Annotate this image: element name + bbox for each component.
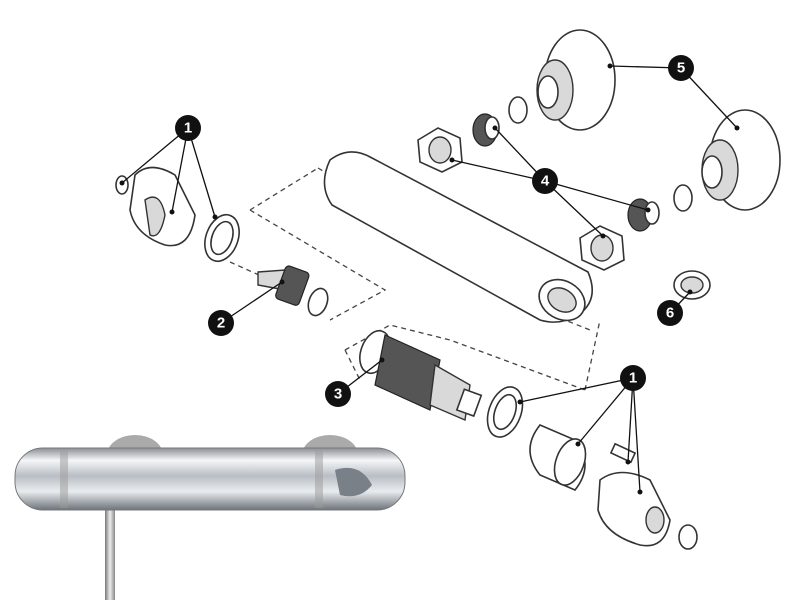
thermostatic-cartridge-part: [359, 329, 483, 422]
callout-1-upper: 1: [175, 115, 201, 141]
callout-label: 3: [334, 386, 342, 403]
filter-part: [673, 270, 711, 300]
left-handle-parts: [115, 166, 240, 263]
product-photo: [14, 435, 406, 600]
cartridge-part: [257, 265, 329, 317]
callout-1-lower: 1: [620, 365, 646, 391]
callout-label: 1: [629, 370, 637, 387]
connector-parts: [417, 96, 693, 271]
leader-lines: [119, 63, 740, 495]
callout-4: 4: [532, 168, 558, 194]
callout-3: 3: [325, 381, 351, 407]
callout-label: 1: [184, 120, 192, 137]
callout-label: 6: [666, 305, 674, 322]
callout-6: 6: [657, 300, 683, 326]
valve-body: [323, 151, 594, 323]
wall-bracket-parts: [536, 29, 781, 211]
callout-label: 4: [541, 173, 550, 190]
right-handle-parts: [486, 386, 698, 550]
callout-label: 5: [677, 60, 685, 77]
callout-2: 2: [208, 310, 234, 336]
callout-5: 5: [668, 55, 694, 81]
callout-label: 2: [217, 315, 225, 332]
